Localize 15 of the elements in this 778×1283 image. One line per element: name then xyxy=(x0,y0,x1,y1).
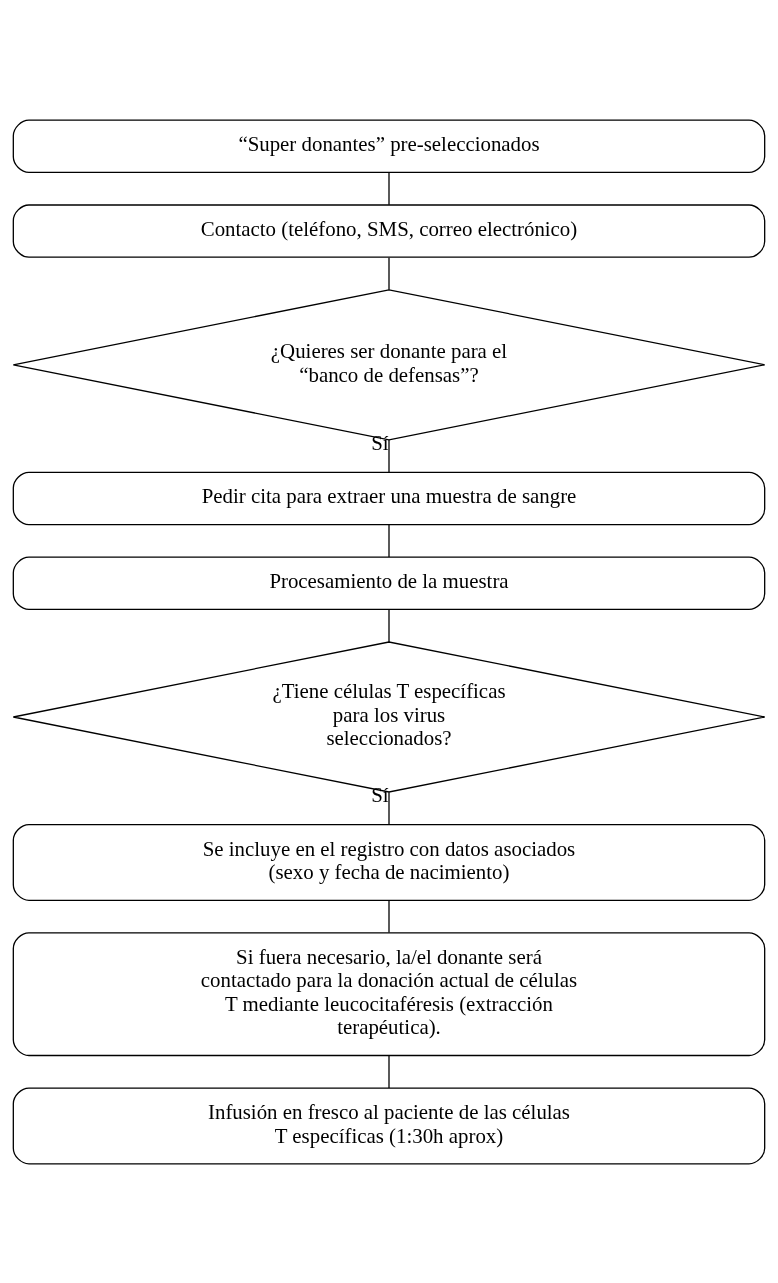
connector xyxy=(388,438,390,473)
connector xyxy=(388,1054,390,1089)
connector xyxy=(388,791,390,825)
node-box: Si fuera necesario, la/el donante será contactado para la donación actual de células T mediante leucocitaféresis (extracción terapéutica). xyxy=(12,931,766,1056)
connector xyxy=(388,171,390,205)
node-box: Procesamiento de la muestra xyxy=(12,556,766,610)
node-box: Se incluye en el registro con datos asociados (sexo y fecha de nacimiento) xyxy=(12,823,766,901)
node-box: Infusión en fresco al paciente de las células T específicas (1:30h aprox) xyxy=(12,1086,766,1164)
node-box: Pedir cita para extraer una muestra de sangre xyxy=(12,471,766,525)
connector xyxy=(388,899,390,933)
connector xyxy=(388,256,390,290)
connector xyxy=(388,608,390,643)
node-box: Contacto (teléfono, SMS, correo electrónico) xyxy=(12,203,766,258)
node-box: “Super donantes” pre-seleccionados xyxy=(12,119,766,173)
connector xyxy=(388,523,390,558)
